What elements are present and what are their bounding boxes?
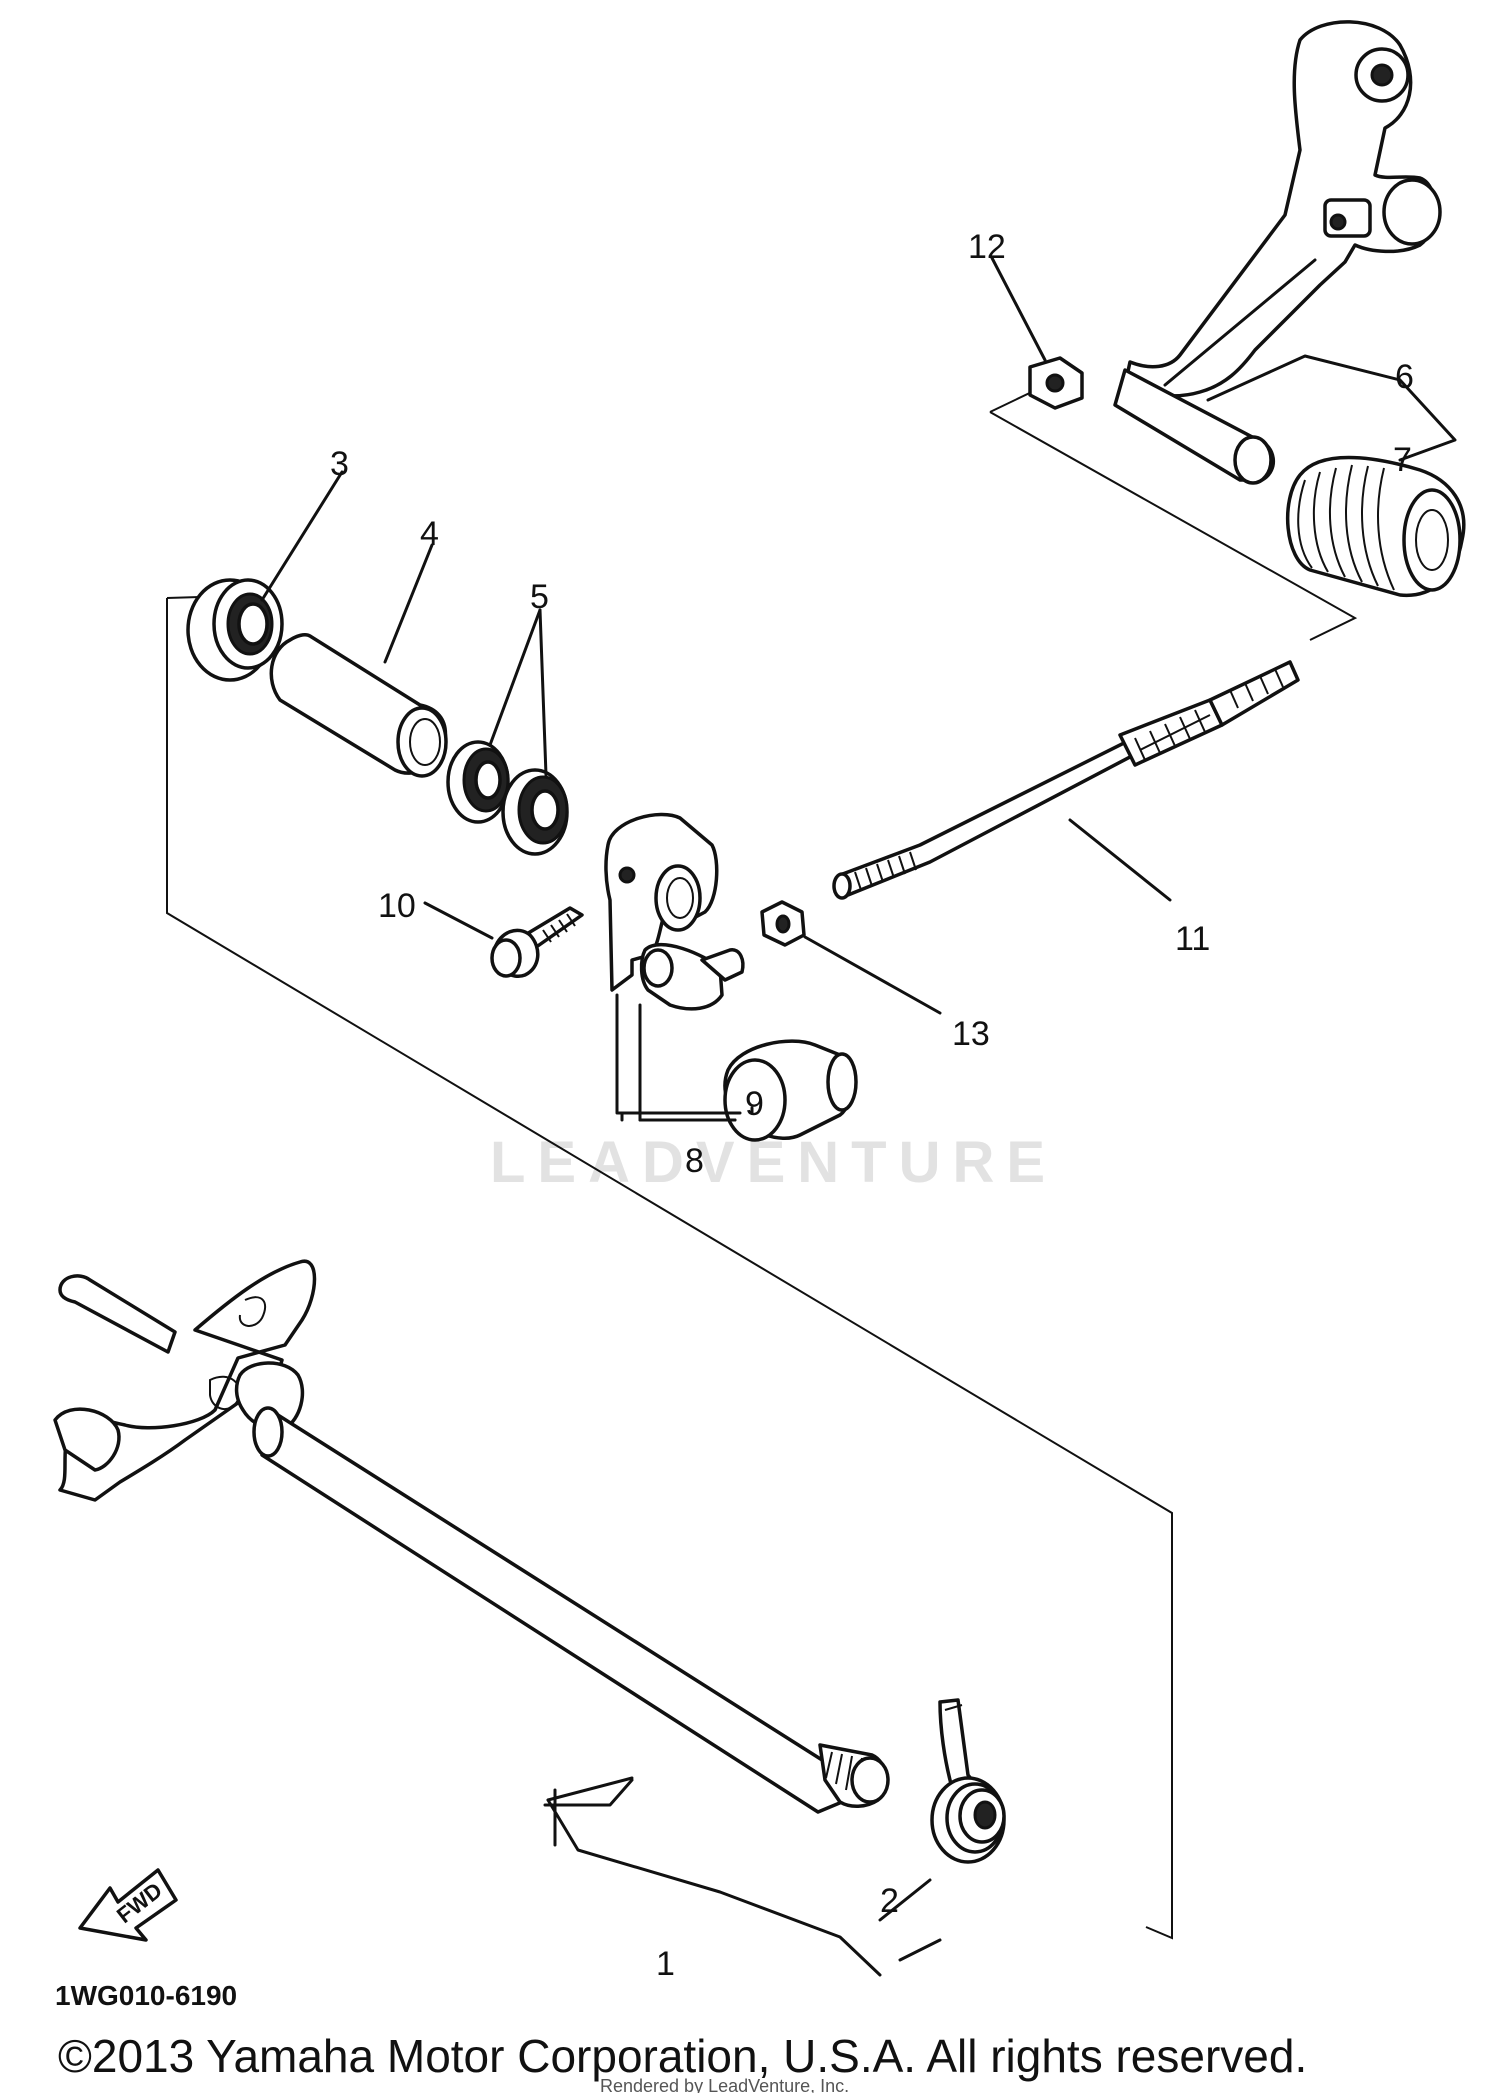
copyright-notice: ©2013 Yamaha Motor Corporation, U.S.A. A… bbox=[58, 2030, 1307, 2082]
part-2-torsion-spring bbox=[930, 1698, 1006, 1864]
part-10-bolt bbox=[490, 906, 584, 978]
part-13-nut bbox=[760, 900, 806, 947]
forward-arrow-icon: FWD bbox=[78, 1868, 178, 1942]
callout-labels: 1 2 3 4 5 6 7 8 9 10 11 12 13 bbox=[330, 228, 1414, 1983]
callout-2: 2 bbox=[880, 1882, 899, 1920]
callout-4: 4 bbox=[420, 515, 439, 553]
watermark-text: LEADVENTURE bbox=[490, 1130, 1057, 1195]
part-9-boot bbox=[723, 1039, 858, 1142]
rendered-by-note: Rendered by LeadVenture, Inc. bbox=[600, 2076, 849, 2093]
diagram-code: 1WG010-6190 bbox=[55, 1980, 237, 2011]
callout-12: 12 bbox=[968, 228, 1006, 266]
part-6-shift-pedal bbox=[1113, 20, 1442, 485]
part-7-footpeg-rubber bbox=[1286, 455, 1466, 598]
leader-lines bbox=[260, 256, 1457, 1977]
callout-8: 8 bbox=[685, 1142, 704, 1180]
callout-1: 1 bbox=[656, 1945, 675, 1983]
part-12-nut bbox=[1028, 356, 1084, 410]
part-11-tie-rod bbox=[832, 660, 1300, 900]
callout-7: 7 bbox=[1393, 441, 1412, 479]
part-5-bearings bbox=[446, 740, 569, 856]
callout-11: 11 bbox=[1175, 920, 1210, 958]
part-4-collar bbox=[269, 633, 448, 778]
callout-3: 3 bbox=[330, 445, 349, 483]
part-8-shift-arm bbox=[604, 812, 745, 1011]
part-3-oil-seal bbox=[186, 578, 284, 682]
callout-13: 13 bbox=[952, 1015, 990, 1053]
callout-9: 9 bbox=[745, 1085, 764, 1123]
callout-5: 5 bbox=[530, 578, 549, 616]
callout-6: 6 bbox=[1395, 358, 1414, 396]
callout-10: 10 bbox=[378, 887, 416, 925]
part-1-shift-shaft bbox=[53, 1259, 890, 1814]
